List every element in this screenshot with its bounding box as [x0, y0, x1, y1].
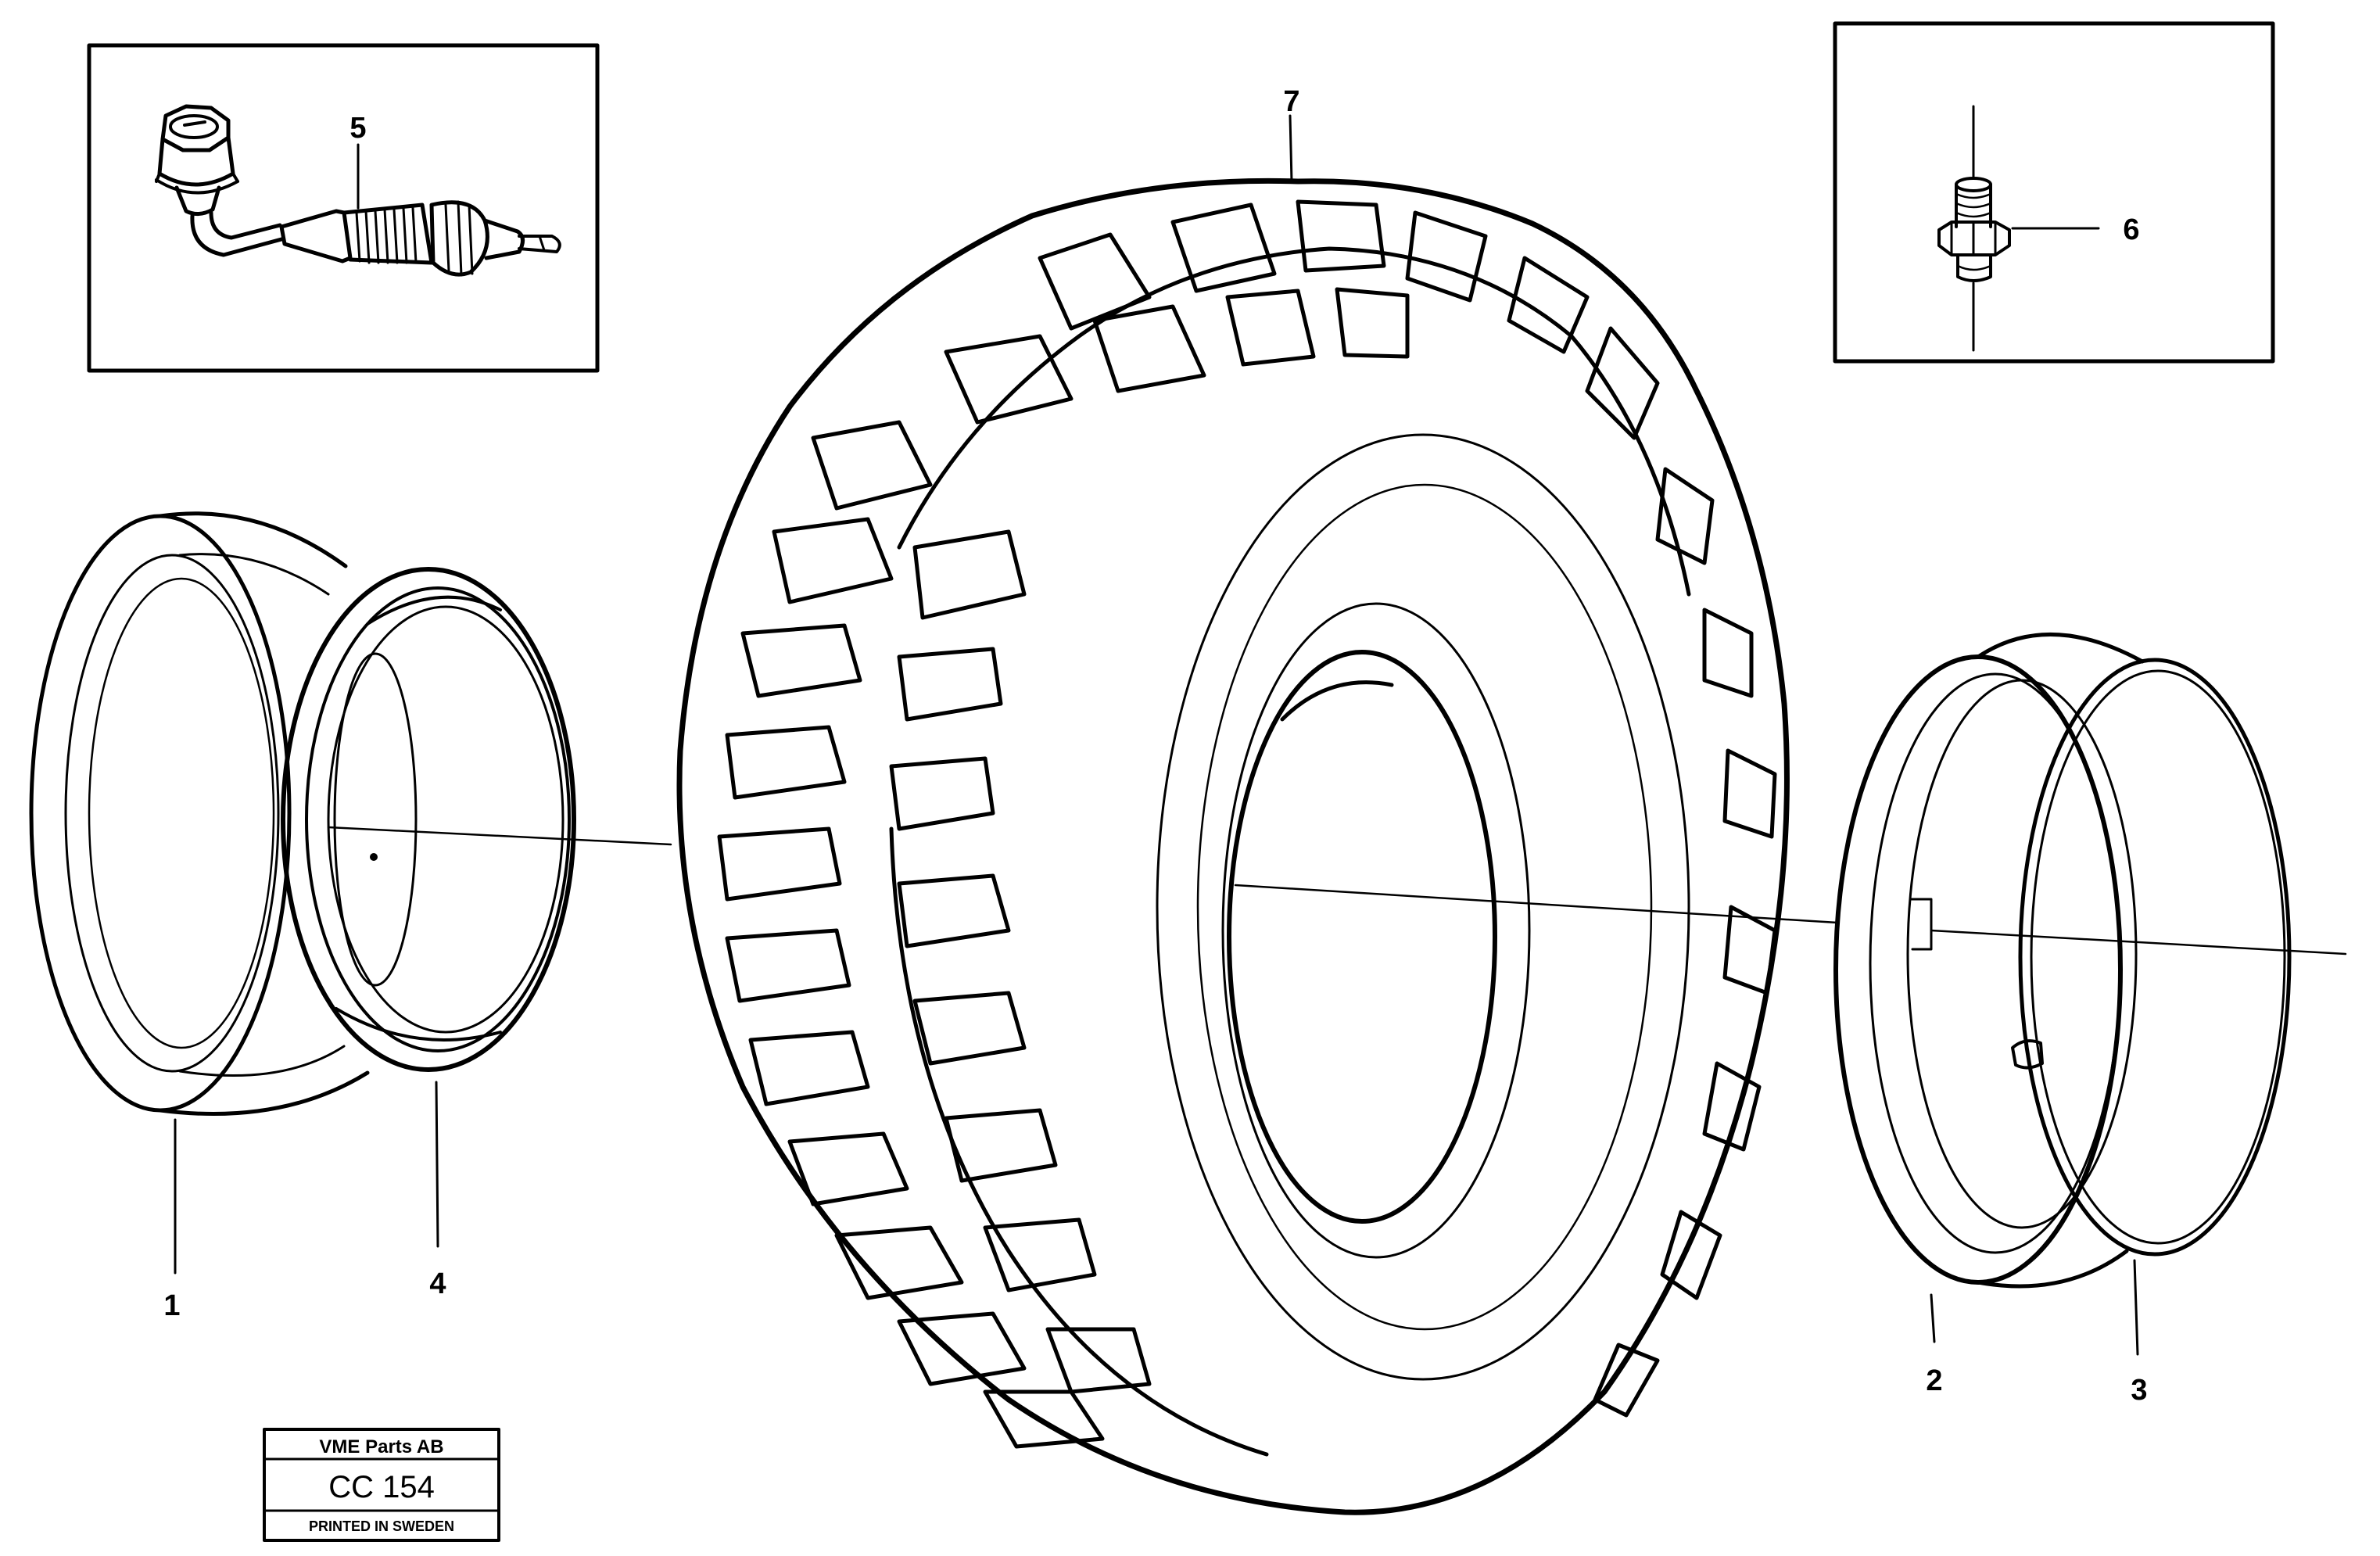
- callout-1: 1: [163, 1289, 180, 1322]
- callout-2-leader: [1930, 1293, 1936, 1343]
- o-ring-drawing: [281, 567, 576, 1072]
- title-block: VME Parts AB CC 154 PRINTED IN SWEDEN: [263, 1428, 500, 1542]
- callout-5: 5: [349, 112, 366, 145]
- valve-nut-drawing: [155, 104, 239, 216]
- callout-3-leader: [2133, 1259, 2139, 1356]
- callout-6: 6: [2123, 213, 2139, 246]
- title-block-printed: PRINTED IN SWEDEN: [309, 1518, 454, 1534]
- tyre-axis-line: [1234, 884, 1839, 924]
- rim-drawing: [29, 511, 418, 1117]
- callout-4-leader: [435, 1081, 439, 1248]
- valve-tube-drawing: [190, 200, 561, 277]
- inset-valve-extension: 5: [87, 43, 600, 373]
- lock-ring-drawing: [2011, 658, 2292, 1257]
- flange-drawing: [1833, 633, 2145, 1289]
- flange-axis-line: [1930, 929, 2347, 955]
- callout-3: 3: [2131, 1374, 2147, 1407]
- callout-2: 2: [1926, 1364, 1942, 1397]
- inset-valve: 6: [1833, 21, 2275, 364]
- callout-7: 7: [1283, 85, 1299, 118]
- rim-axis-line: [327, 826, 672, 846]
- title-block-company: VME Parts AB: [319, 1436, 443, 1457]
- callout-4: 4: [429, 1267, 446, 1300]
- valve-fitting-drawing: [1937, 177, 2011, 282]
- tyre-drawing: [676, 177, 1790, 1515]
- callout-7-leader: [1289, 114, 1293, 183]
- title-block-drawing-number: CC 154: [328, 1470, 435, 1504]
